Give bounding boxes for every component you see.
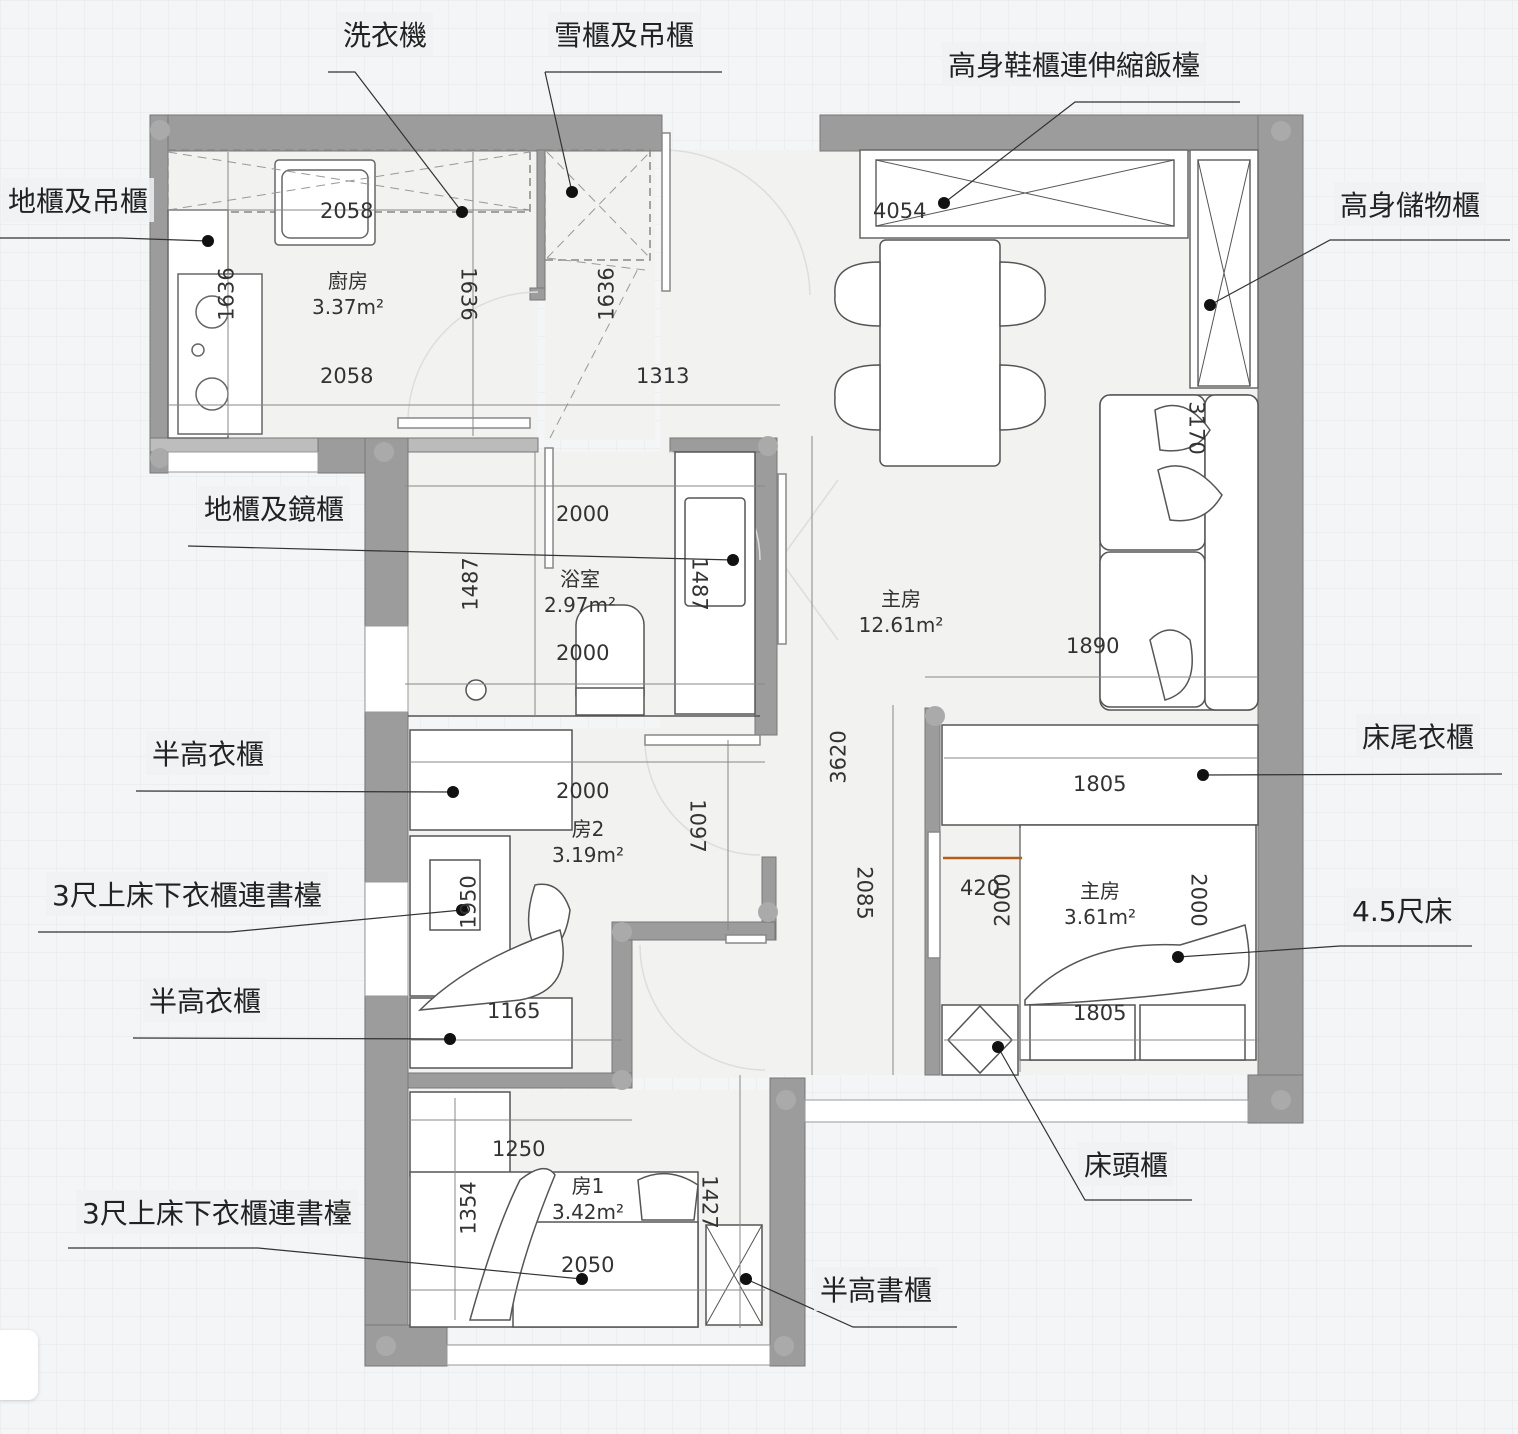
bookcase-cross (705, 1224, 763, 1326)
bathroom-fixtures (408, 451, 760, 717)
dim-bath-right: 1487 (687, 557, 712, 611)
dim-room2-bottom: 1165 (487, 999, 541, 1023)
dim-kitchen-mid: 1636 (456, 267, 481, 321)
door-leaves (397, 132, 941, 959)
room2-furniture (409, 729, 573, 1069)
sofa (1099, 394, 1259, 711)
callout-dots (202, 186, 1216, 1285)
callout-half-bookcase: 半高書櫃 (814, 1267, 939, 1311)
callout-tall-storage: 高身儲物櫃 (1334, 182, 1487, 226)
callout-loft-bed-2: 3尺上床下衣櫃連書檯 (76, 1190, 358, 1234)
dim-living-height: 3620 (826, 730, 851, 784)
dim-room2-top: 2000 (556, 779, 610, 803)
master-furniture (941, 724, 1259, 1076)
dim-bath-left: 1487 (458, 557, 483, 611)
dimension-lines (168, 152, 1258, 1328)
callout-washing-machine: 洗衣機 (337, 12, 434, 56)
dim-master-v1: 2000 (990, 873, 1015, 927)
callout-base-wall-cabinet: 地櫃及吊櫃 (2, 178, 155, 222)
dim-room1-top: 1250 (492, 1137, 546, 1161)
dim-fridge-vertical: 1636 (594, 267, 619, 321)
callout-loft-bed-1: 3尺上床下衣櫃連書檯 (46, 872, 328, 916)
dim-master-left: 2085 (852, 866, 877, 920)
callout-bedside-cabinet: 床頭櫃 (1078, 1142, 1175, 1186)
dim-kitchen-top: 2058 (320, 199, 374, 223)
dim-sofa-vertical: 3170 (1184, 401, 1209, 455)
room1-furniture (409, 1091, 763, 1328)
callout-fridge-cabinet: 雪櫃及吊櫃 (548, 12, 701, 56)
callout-base-mirror-cabinet: 地櫃及鏡櫃 (198, 486, 351, 530)
leader-lines (0, 71, 1510, 1328)
dim-room2-door: 1097 (685, 799, 710, 853)
dim-living-width: 1890 (1066, 634, 1120, 658)
dim-room1-right: 1427 (697, 1175, 722, 1229)
callout-half-wardrobe-2: 半高衣櫃 (143, 978, 268, 1022)
dim-master-gap: 420 (960, 876, 1001, 900)
column-markers (150, 120, 1291, 1356)
side-panel-tab[interactable] (0, 1330, 38, 1400)
windows (167, 451, 1249, 1366)
callout-bed-45: 4.5尺床 (1346, 888, 1459, 932)
dim-bath-bottom: 2000 (556, 641, 610, 665)
dim-master-bottom: 1805 (1073, 1001, 1127, 1025)
dim-corridor: 1313 (636, 364, 690, 388)
dim-room1-bottom: 2050 (561, 1253, 615, 1277)
dim-bath-top: 2000 (556, 502, 610, 526)
cabinet-cross (875, 159, 1251, 387)
dining-set (834, 239, 1046, 467)
dim-kitchen-bottom: 2058 (320, 364, 374, 388)
dim-room1-left: 1354 (456, 1181, 481, 1235)
dim-kitchen-left: 1636 (214, 267, 239, 321)
callout-half-wardrobe-1: 半高衣櫃 (146, 731, 271, 775)
callout-bed-end-wardrobe: 床尾衣櫃 (1356, 714, 1481, 758)
dim-shoe-cabinet: 4054 (873, 199, 927, 223)
dim-master-v2: 2000 (1186, 873, 1211, 927)
dim-master-top: 1805 (1073, 772, 1127, 796)
callout-tall-shoe-cabinet: 高身鞋櫃連伸縮飯檯 (942, 42, 1207, 86)
dim-room2-desk: 1950 (456, 875, 481, 929)
